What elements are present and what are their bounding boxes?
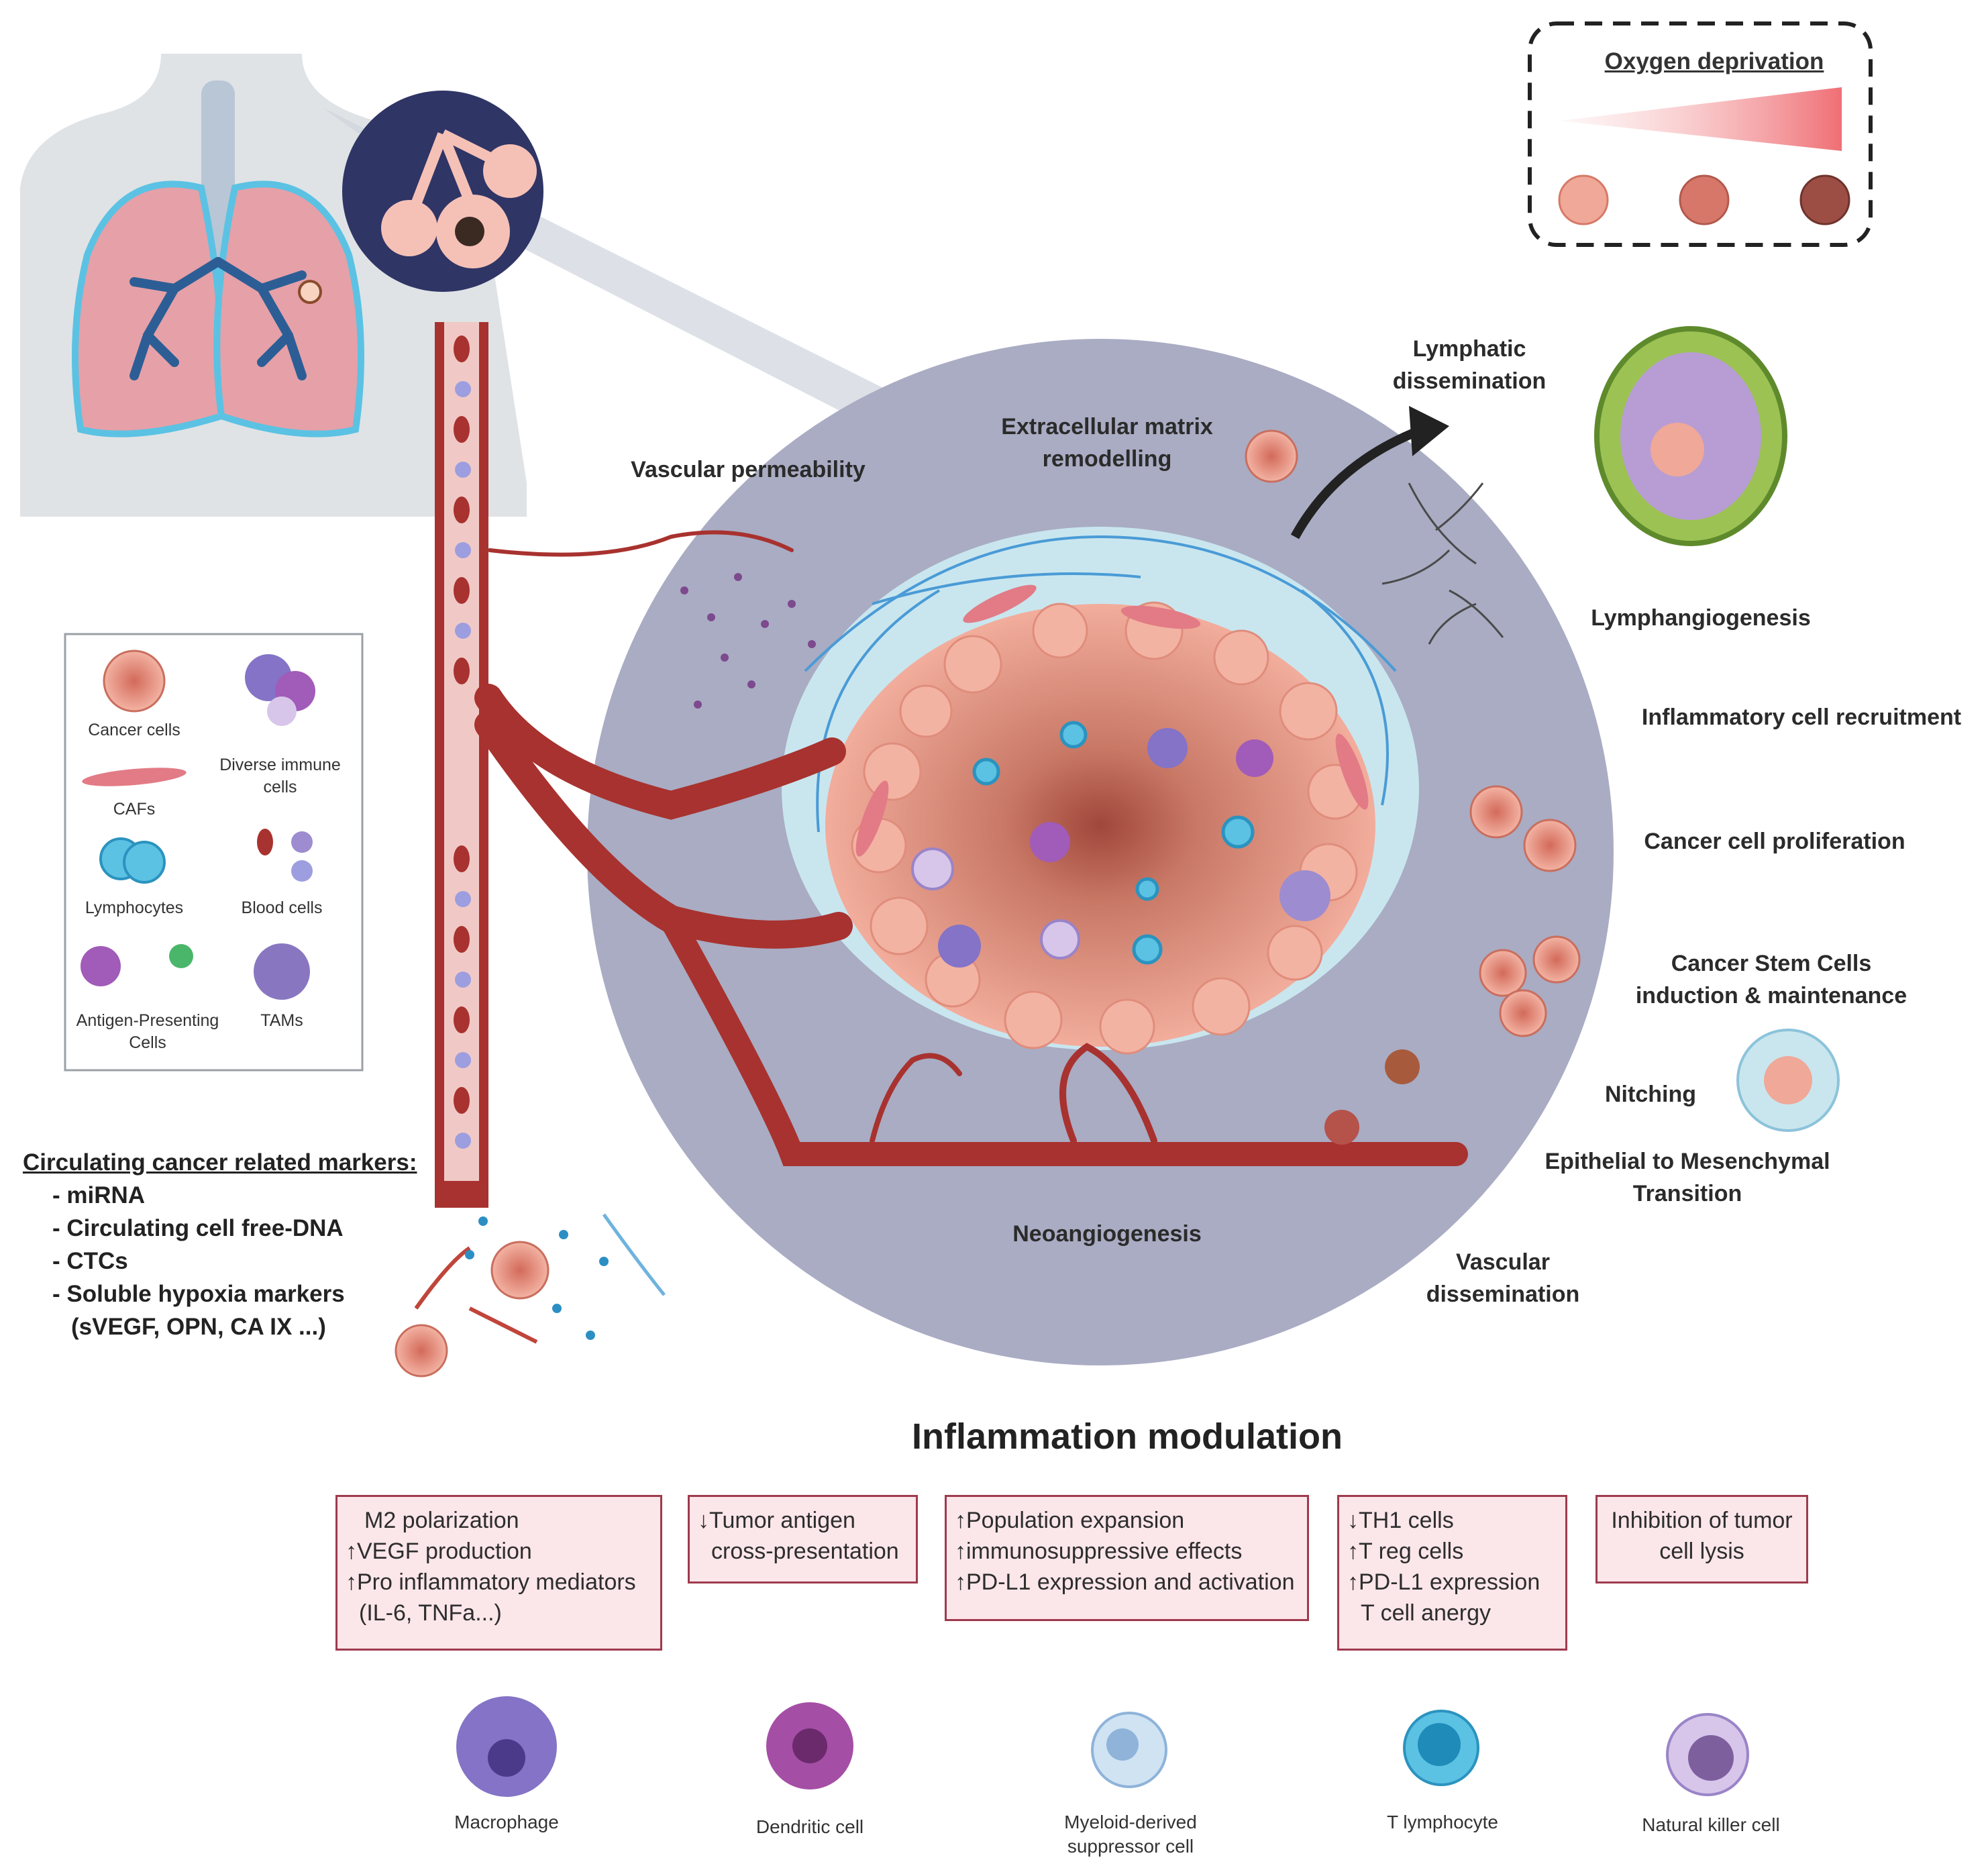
effect-box-t-lymphocyte: ↓TH1 cells ↑T reg cells ↑PD-L1 expressio… bbox=[1337, 1495, 1567, 1651]
right-lung bbox=[213, 180, 364, 437]
effect-box-dendritic: ↓Tumor antigen cross-presentation bbox=[688, 1495, 918, 1583]
escaping-cancer-cells bbox=[1245, 429, 1581, 1145]
marker-item: - miRNA bbox=[52, 1182, 146, 1208]
label-proliferation: Cancer cell proliferation bbox=[1644, 829, 1905, 854]
blood-vessel-column bbox=[435, 322, 488, 1208]
lymphatic-arrowhead bbox=[1409, 406, 1449, 456]
marker-item: - CTCs bbox=[52, 1248, 128, 1274]
inflammation-title: Inflammation modulation bbox=[912, 1416, 1343, 1457]
cell-label-macrophage: Macrophage bbox=[454, 1812, 559, 1832]
circulating-markers: Circulating cancer related markers: - mi… bbox=[23, 1146, 417, 1343]
bottom-immune-cells bbox=[456, 1696, 1749, 1797]
legend-tams: TAMs bbox=[260, 1011, 303, 1030]
marker-item: - Circulating cell free-DNA bbox=[52, 1215, 344, 1241]
label-lymphangiogenesis: Lymphangiogenesis bbox=[1591, 605, 1811, 631]
hypoxia-cell-3 bbox=[1799, 174, 1850, 225]
cafs-around-tumor bbox=[855, 584, 1369, 857]
oxygen-deprivation-title: Oxygen deprivation bbox=[1604, 48, 1824, 74]
cell-label-dendritic: Dendritic cell bbox=[755, 1816, 864, 1837]
hypoxia-gradient bbox=[1560, 87, 1842, 151]
legend-blood-cells: Blood cells bbox=[241, 898, 323, 917]
bronchi bbox=[129, 257, 307, 380]
legend-icons bbox=[81, 650, 315, 1000]
effect-box-macrophage: M2 polarization ↑VEGF production ↑Pro in… bbox=[335, 1495, 662, 1651]
immune-cells-in-tumor bbox=[911, 721, 1330, 968]
alveoli-inset bbox=[342, 91, 543, 292]
legend-lymphocytes: Lymphocytes bbox=[85, 898, 184, 917]
ecm-fibers bbox=[804, 535, 1397, 833]
label-neoangiogenesis: Neoangiogenesis bbox=[1012, 1221, 1202, 1247]
lymph-node bbox=[1594, 326, 1787, 546]
marker-item: - Soluble hypoxia markers bbox=[52, 1281, 345, 1307]
hypoxia-cell-1 bbox=[1558, 174, 1609, 225]
legend-cancer-cells: Cancer cells bbox=[88, 721, 180, 739]
effect-box-mdsc: ↑Population expansion ↑immunosuppressive… bbox=[945, 1495, 1309, 1621]
hypoxia-cell-2 bbox=[1679, 174, 1730, 225]
legend-cafs: CAFs bbox=[113, 800, 156, 819]
permeability-dots bbox=[680, 573, 816, 709]
effect-box-nk-cell: Inhibition of tumor cell lysis bbox=[1595, 1495, 1808, 1583]
cell-label-t-lymphocyte: T lymphocyte bbox=[1387, 1812, 1498, 1832]
tumor-cells bbox=[851, 601, 1363, 1055]
lymphangiogenesis-branches bbox=[1381, 482, 1504, 645]
label-nitching: Nitching bbox=[1605, 1082, 1696, 1107]
cell-label-nk-cell: Natural killer cell bbox=[1642, 1814, 1780, 1835]
circulating-markers-art bbox=[395, 1213, 666, 1378]
lung-tumor-spot bbox=[298, 280, 322, 304]
branch-vessels bbox=[474, 530, 1468, 1166]
lymphatic-arrow bbox=[1290, 425, 1424, 539]
marker-item-continuation: (sVEGF, OPN, CA IX ...) bbox=[71, 1314, 326, 1340]
label-vascular-permeability: Vascular permeability bbox=[631, 457, 866, 482]
niche-cells bbox=[1764, 1056, 1812, 1104]
label-inflammatory-recruitment: Inflammatory cell recruitment bbox=[1641, 705, 1962, 730]
markers-title: Circulating cancer related markers: bbox=[23, 1149, 417, 1176]
